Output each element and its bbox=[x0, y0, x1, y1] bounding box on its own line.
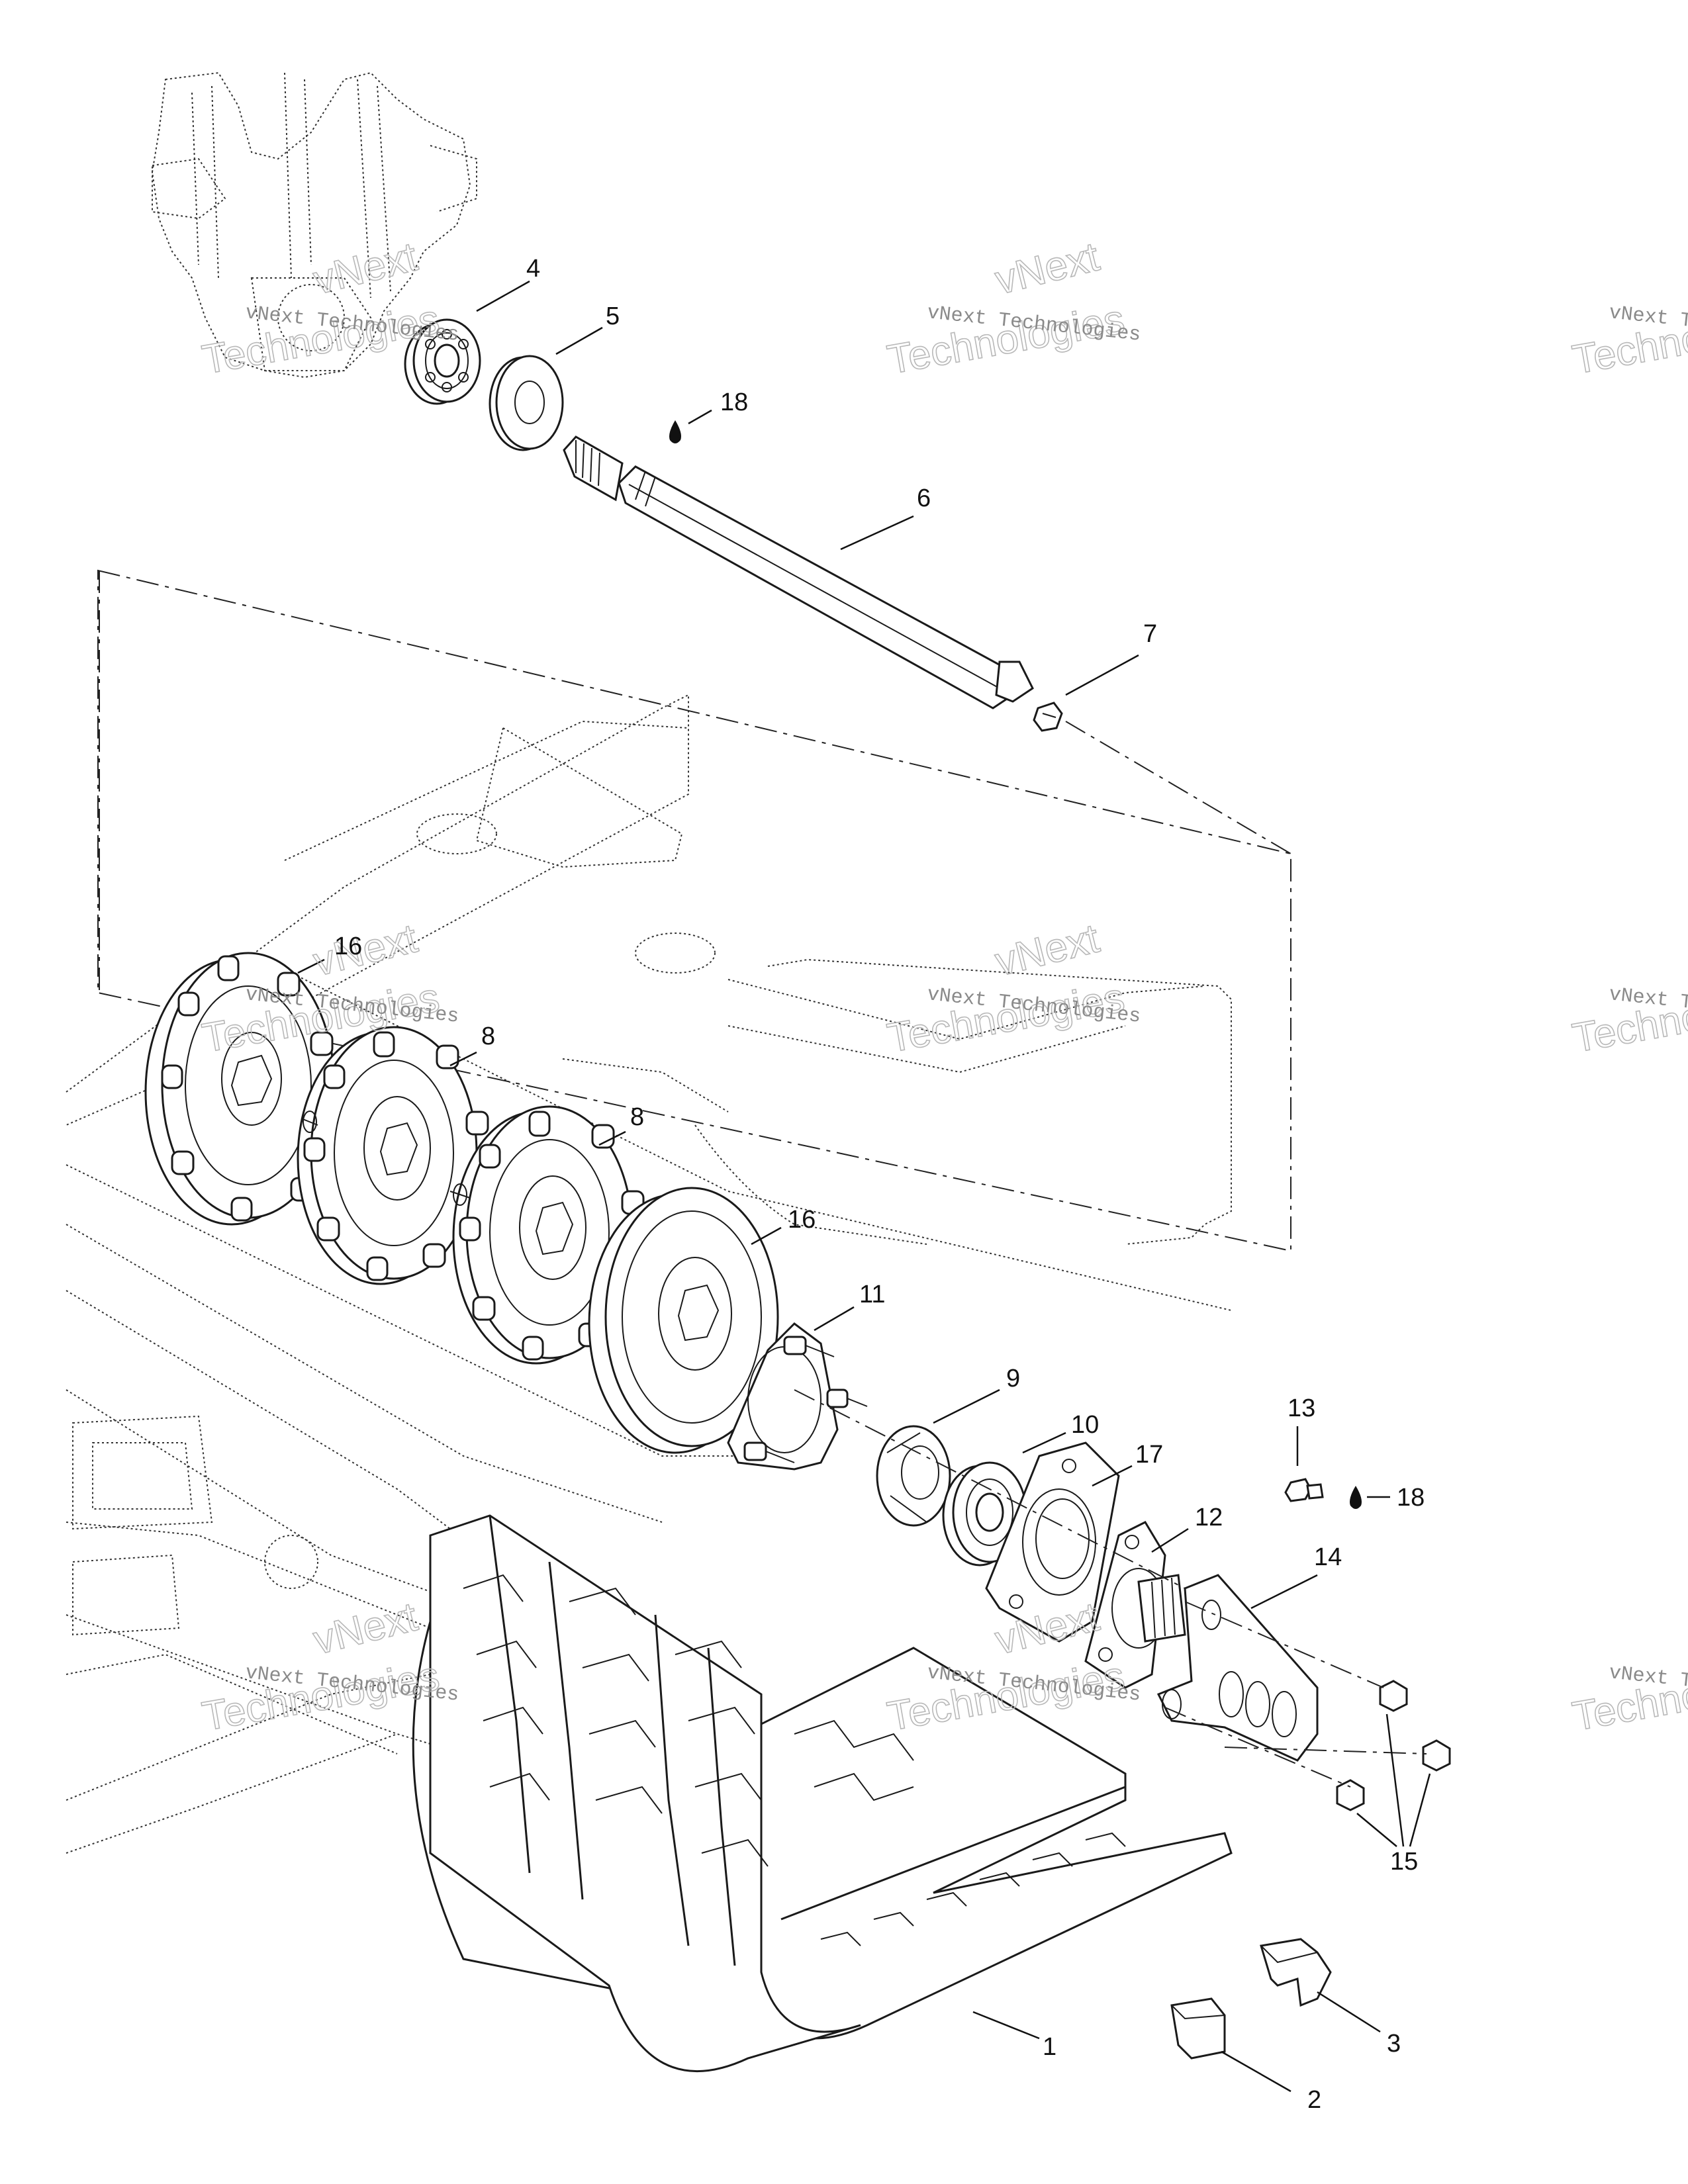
callout-2: 2 bbox=[1307, 2086, 1321, 2114]
watermark-top: vNext bbox=[309, 234, 422, 303]
callout-13: 13 bbox=[1288, 1394, 1315, 1422]
callout-9: 9 bbox=[1006, 1365, 1020, 1392]
callout-5: 5 bbox=[606, 302, 620, 330]
retainer-9 bbox=[876, 1425, 951, 1527]
nuts-15 bbox=[1336, 1680, 1451, 1811]
flange-12 bbox=[1084, 1521, 1186, 1689]
callout-4: 4 bbox=[526, 255, 540, 283]
callouts: 4 5 18 6 7 16 8 8 16 11 9 10 17 12 13 18… bbox=[334, 255, 1425, 2114]
oil-drop-icon bbox=[669, 420, 681, 443]
callout-7: 7 bbox=[1143, 620, 1157, 648]
callout-16-right: 16 bbox=[788, 1206, 816, 1234]
leader-lines bbox=[297, 280, 1431, 2093]
oil-drop-icon bbox=[1350, 1486, 1362, 1509]
flange-plate-11 bbox=[727, 1322, 868, 1471]
callout-11: 11 bbox=[859, 1281, 885, 1308]
sprocket-8-first bbox=[297, 1026, 489, 1285]
callout-6: 6 bbox=[917, 484, 931, 512]
callout-8-first: 8 bbox=[481, 1023, 495, 1050]
idler-wheel-16-left bbox=[144, 952, 340, 1226]
callout-8-second: 8 bbox=[630, 1103, 644, 1131]
callout-14: 14 bbox=[1314, 1543, 1342, 1571]
callout-16-left: 16 bbox=[334, 933, 362, 960]
track-1 bbox=[412, 1514, 1233, 2073]
bearing-housing-17 bbox=[985, 1441, 1120, 1643]
watermark-top: vNext bbox=[991, 234, 1103, 303]
clip-7 bbox=[1033, 702, 1063, 732]
watermark-top: vNext bbox=[309, 915, 422, 985]
clip-3 bbox=[1260, 1938, 1332, 2007]
callout-17: 17 bbox=[1135, 1441, 1163, 1469]
grease-fitting-13 bbox=[1284, 1478, 1324, 1502]
axis-lines bbox=[794, 721, 1427, 1788]
callout-12: 12 bbox=[1195, 1504, 1223, 1531]
callout-18-right: 18 bbox=[1397, 1484, 1425, 1512]
bearing-4 bbox=[404, 318, 481, 405]
callout-3: 3 bbox=[1387, 2030, 1401, 2058]
callout-15: 15 bbox=[1390, 1848, 1418, 1876]
callout-18-top: 18 bbox=[720, 388, 748, 416]
washer-5 bbox=[489, 355, 564, 451]
callout-1: 1 bbox=[1043, 2033, 1056, 2061]
clip-2 bbox=[1170, 1997, 1226, 2060]
phantom-panel bbox=[97, 569, 1291, 1252]
adjuster-bracket-14 bbox=[1156, 1574, 1319, 1762]
callout-10: 10 bbox=[1071, 1411, 1099, 1439]
idler-wheel-16-right bbox=[588, 1187, 779, 1454]
drive-shaft-6 bbox=[563, 435, 1034, 709]
watermark-top: vNext bbox=[991, 915, 1103, 985]
watermark-top: vNext bbox=[309, 1594, 422, 1663]
gearbox-housing bbox=[151, 71, 477, 379]
